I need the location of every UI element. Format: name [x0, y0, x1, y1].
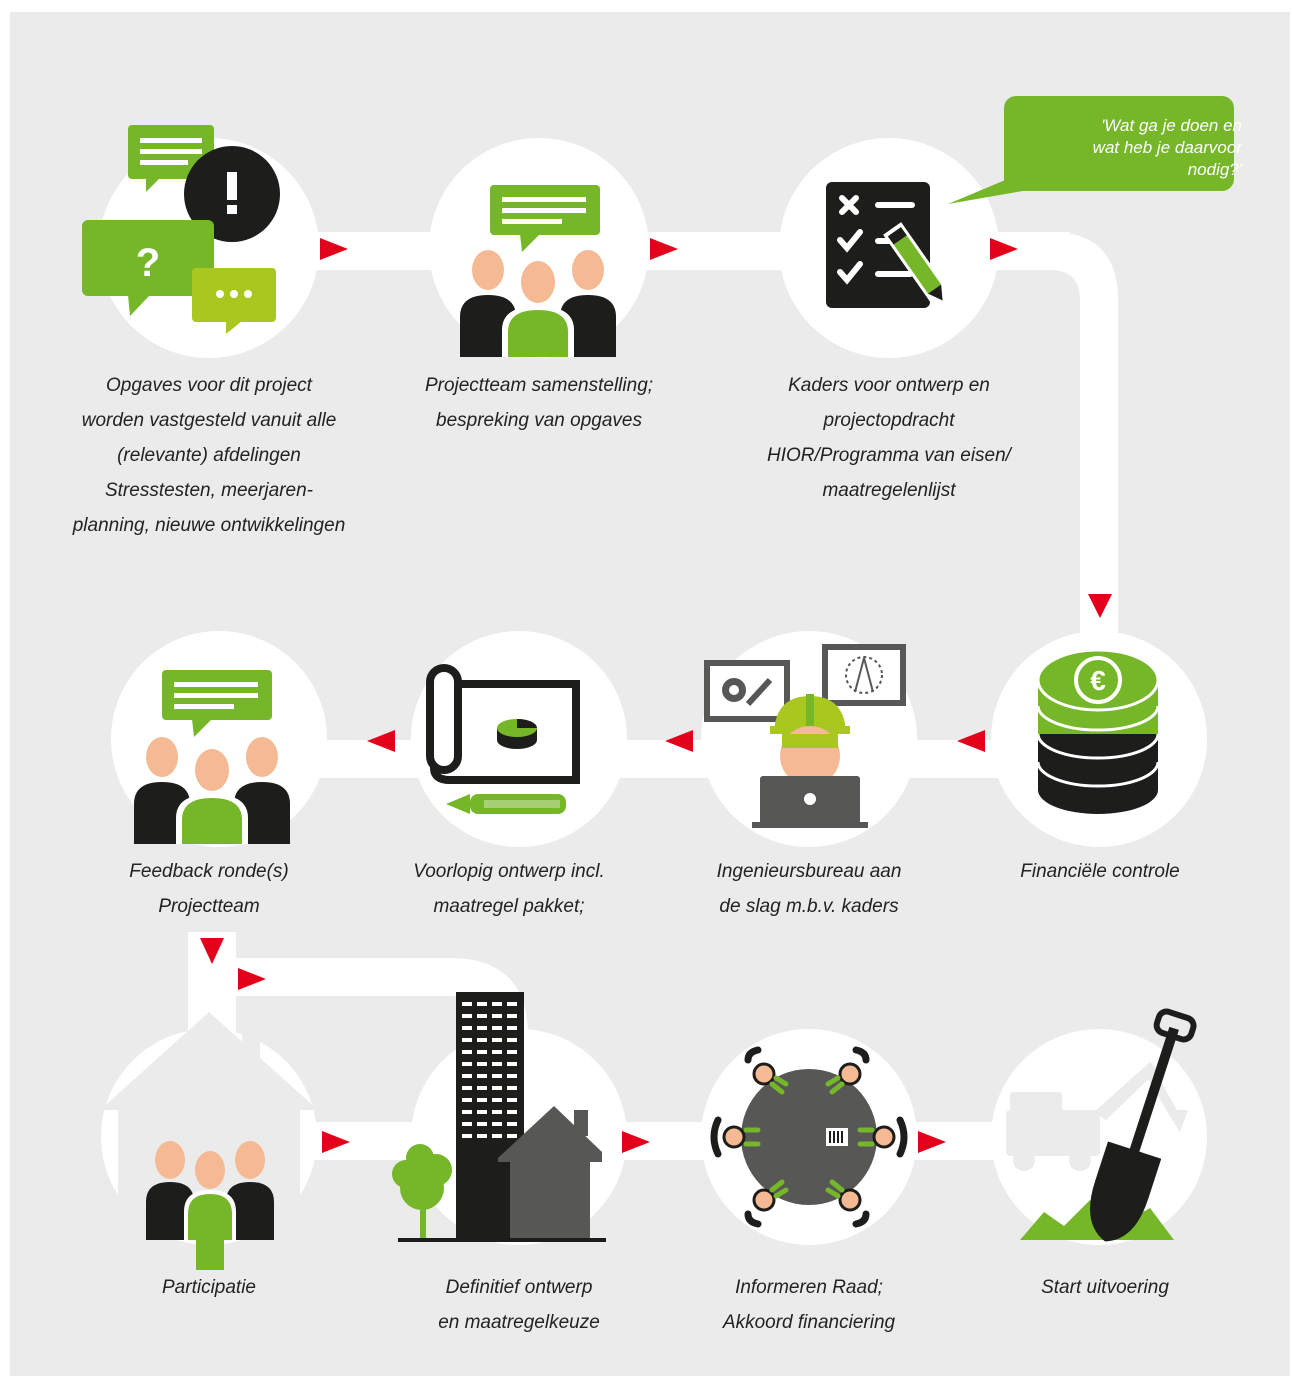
label-line: maatregelenlijst: [822, 480, 956, 501]
euro-coins-icon: €: [1036, 648, 1160, 814]
quote-bubble: [948, 96, 1234, 204]
step-3-label: Kaders voor ontwerp en projectopdracht H…: [739, 368, 1039, 508]
label-line: Feedback ronde(s): [129, 861, 289, 882]
shovel-excavator-icon: [1006, 1008, 1197, 1242]
label-line: Voorlopig ontwerp incl.: [413, 861, 605, 882]
label-line: bespreking van opgaves: [436, 410, 642, 431]
council-table-icon: [710, 1046, 908, 1228]
city-tree-icon: [392, 992, 606, 1242]
arrow-right-6: [622, 1131, 650, 1153]
arrow-left-3: [367, 730, 395, 752]
blueprint-icon: [426, 664, 580, 814]
label-line: Stresstesten, meerjaren-: [104, 480, 314, 501]
step-1-label: Opgaves voor dit project worden vastgest…: [54, 368, 364, 543]
step-10-label: Informeren Raad; Akkoord financiering: [684, 1270, 934, 1340]
label-line: de slag m.b.v. kaders: [719, 896, 899, 917]
step-4-label: Financiële controle: [980, 854, 1220, 889]
process-canvas: ?: [10, 12, 1290, 1376]
engineer-icon: [704, 644, 906, 828]
quote-line: 'Wat ga je doen en: [1101, 116, 1242, 135]
label-line: HIOR/Programma van eisen/: [767, 445, 1011, 466]
arrow-down-2: [200, 938, 224, 964]
flow-path: [188, 232, 1118, 1160]
label-line: Definitief ontwerp: [445, 1277, 593, 1298]
flow-arrows: [200, 238, 1112, 1153]
step-11-label: Start uitvoering: [985, 1270, 1225, 1305]
process-diagram: ?: [82, 96, 1234, 1270]
arrow-right-5: [322, 1131, 350, 1153]
label-line: Financiële controle: [1020, 861, 1180, 882]
arrow-right-3: [990, 238, 1018, 260]
arrow-right-2: [650, 238, 678, 260]
label-line: planning, nieuwe ontwikkelingen: [72, 515, 346, 536]
label-line: Kaders voor ontwerp en: [788, 375, 990, 396]
step-5-label: Ingenieursbureau aan de slag m.b.v. kade…: [684, 854, 934, 924]
label-line: Start uitvoering: [1041, 1277, 1169, 1298]
svg-text:€: €: [1090, 665, 1106, 696]
label-line: Projectteam: [158, 896, 260, 917]
step-7-label: Feedback ronde(s) Projectteam: [94, 854, 324, 924]
label-line: Akkoord financiering: [722, 1312, 896, 1333]
arrow-left-2: [665, 730, 693, 752]
label-line: Participatie: [162, 1277, 256, 1298]
arrow-right-4: [238, 968, 266, 990]
arrow-right-1: [320, 238, 348, 260]
label-line: projectopdracht: [823, 410, 955, 431]
label-line: maatregel pakket;: [433, 896, 585, 917]
label-line: Informeren Raad;: [735, 1277, 883, 1298]
arrow-down-1: [1088, 594, 1112, 618]
label-line: Opgaves voor dit project: [106, 375, 312, 396]
participation-house-icon: [100, 1012, 318, 1270]
label-line: Ingenieursbureau aan: [716, 861, 902, 882]
step-2-label: Projectteam samenstelling; bespreking va…: [389, 368, 689, 438]
step-9-label: Definitief ontwerp en maatregelkeuze: [394, 1270, 644, 1340]
feedback-team-icon: [134, 670, 290, 844]
project-team-icon: [460, 185, 616, 357]
label-line: (relevante) afdelingen: [117, 445, 301, 466]
quote-bubble-text: 'Wat ga je doen en wat heb je daarvoor n…: [1014, 115, 1242, 181]
step-8-label: Participatie: [94, 1270, 324, 1305]
svg-text:?: ?: [136, 241, 160, 285]
step-6-label: Voorlopig ontwerp incl. maatregel pakket…: [384, 854, 634, 924]
checklist-icon: [826, 182, 953, 309]
quote-line: wat heb je daarvoor: [1092, 138, 1242, 157]
arrow-right-7: [918, 1131, 946, 1153]
label-line: en maatregelkeuze: [438, 1312, 600, 1333]
arrow-left-1: [957, 730, 985, 752]
label-line: Projectteam samenstelling;: [424, 375, 654, 396]
speech-bubbles-icon: ?: [82, 125, 280, 334]
label-line: worden vastgesteld vanuit alle: [81, 410, 337, 431]
quote-line: nodig?': [1187, 160, 1242, 179]
